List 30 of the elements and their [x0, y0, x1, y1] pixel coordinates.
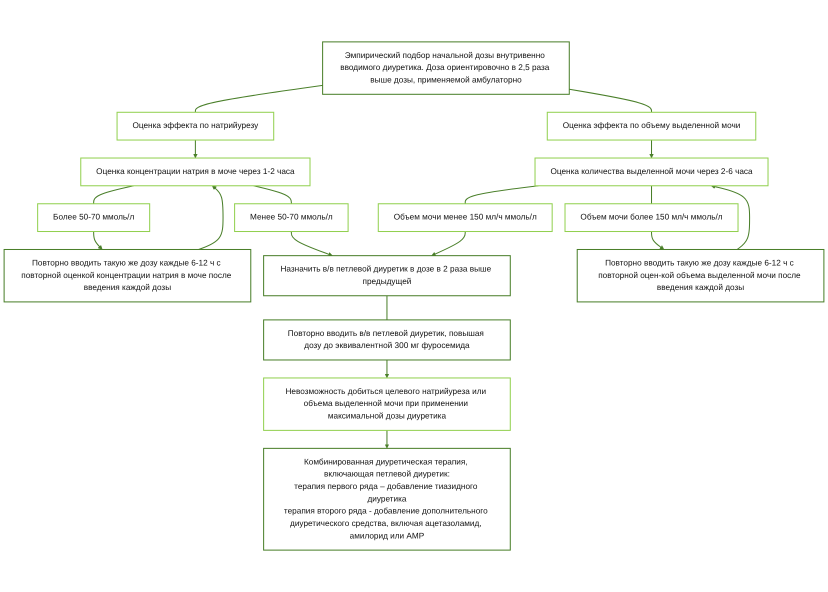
arrow	[651, 232, 664, 250]
arrow	[198, 186, 224, 250]
connector	[651, 186, 652, 204]
arrow	[431, 232, 466, 256]
node-box: Повторно вводить такую же дозу каждые 6-12 ч с повторной оцен-кой объема выделенной мочи после введения каждой дозы	[576, 248, 824, 302]
node-box: Назначить в/в петлевой диуретик в дозе в 2 раза выше предыдущей	[263, 255, 511, 296]
arrow	[193, 140, 198, 158]
node-box: Оценка количества выделенной мочи через 2-6 часа	[534, 158, 769, 186]
arrow	[384, 430, 390, 449]
arrow	[710, 184, 750, 250]
node-box: Невозможность добиться целевого натрийуреза или объема выделенной мочи при применении максимальной дозы диуретика	[263, 377, 511, 431]
node-box: Более 50-70 ммоль/л	[37, 203, 150, 232]
arrow	[384, 360, 390, 378]
node-box: Оценка концентрации натрия в моче через 1-2 часа	[80, 158, 311, 186]
connector	[254, 185, 292, 204]
arrow	[649, 140, 654, 158]
node-box: Комбинированная диуретическая терапия, включающая петлевой диуретик: терапия первого ряда – добавление тиазидного диуретика терапия второго ряда - добавление дополнительного диуретического средства, включая ацетазоламид, амилорид или АМР	[263, 448, 511, 551]
node-box: Повторно вводить в/в петлевой диуретик, повышая дозу до эквивалентной 300 мг фуросемида	[263, 319, 511, 360]
node-box: Объем мочи более 150 мл/ч ммоль/л	[564, 203, 739, 232]
connector	[194, 84, 323, 112]
arrow	[290, 232, 333, 256]
connector	[569, 88, 652, 112]
node-box: Объем мочи менее 150 мл/ч ммоль/л	[378, 203, 553, 232]
node-box: Повторно вводить такую же дозу каждые 6-12 ч с повторной оценкой концентрации натрия в моче после введения каждой дозы	[4, 248, 252, 302]
node-box: Оценка эффекта по натрийурезу	[116, 112, 274, 141]
node-box: Менее 50-70 ммоль/л	[234, 203, 349, 232]
node-box: Эмпирический подбор начальной дозы внутривенно вводимого диуретика. Доза ориентировочно в 2,5 раза выше дозы, применяемой амбулаторно	[322, 41, 570, 95]
node-box: Оценка эффекта по объему выделенной мочи	[546, 112, 756, 141]
arrow	[93, 232, 102, 250]
connector	[386, 296, 388, 320]
